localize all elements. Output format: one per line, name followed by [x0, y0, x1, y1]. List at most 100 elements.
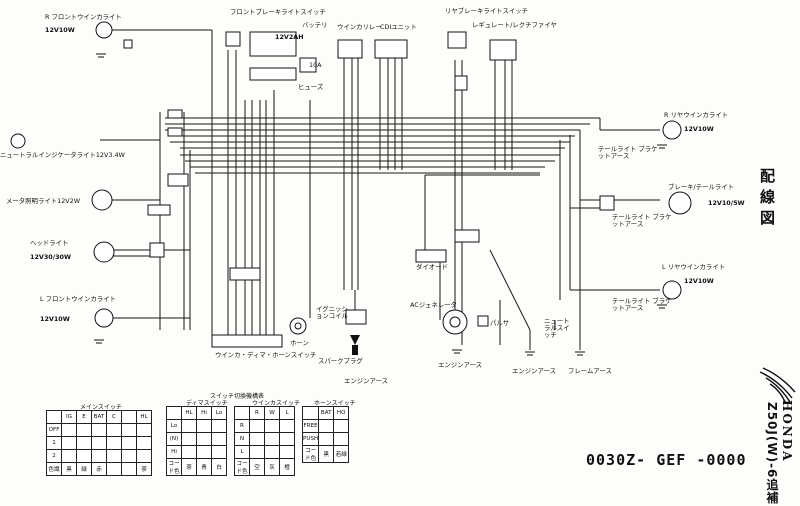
table-row: コード色黒若緑	[301, 445, 350, 463]
table-row: FREE	[301, 419, 350, 433]
label-rear-brake-sw: リヤブレーキライトスイッチ	[445, 7, 529, 15]
table-cell: E	[76, 410, 92, 424]
table-cell	[196, 432, 212, 446]
table-cell	[46, 410, 62, 424]
table-cell	[91, 449, 107, 463]
table-cell	[61, 449, 77, 463]
table-cell: 2	[46, 449, 62, 463]
table-cell: 灰	[264, 458, 280, 476]
label-meter-light: メータ照明ライト12V2W	[6, 197, 81, 205]
label-r-front-winker: R フロントウインカライト	[45, 13, 122, 21]
label-headlight-spec: 12V30/30W	[30, 253, 72, 261]
table-row: Lo	[166, 419, 227, 433]
table-cell: コード色	[234, 458, 250, 476]
label-r-rear-winker-spec: 12V10W	[684, 125, 714, 133]
label-brake-tail-spec: 12V10/5W	[708, 199, 745, 207]
table-cell: N	[234, 432, 250, 446]
label-ignition-coil: イグニッションコイル	[316, 305, 348, 320]
table-cell	[91, 423, 107, 437]
table-cell	[61, 423, 77, 437]
table-cell	[318, 432, 335, 446]
brand-name: HONDA	[780, 400, 794, 463]
table-cell: 黒	[61, 462, 77, 476]
table-cell: コード色	[301, 445, 320, 463]
table-cell: W	[264, 406, 280, 420]
label-l-front-winker-spec: 12V10W	[40, 315, 70, 323]
table-cell: Hi	[196, 406, 212, 420]
label-tail-bracket-earth-2: テールライト ブラケットアース	[612, 213, 672, 228]
label-winker-dimmer-horn-sw: ウインカ・ディマ・ホーンスイッチ	[215, 351, 317, 359]
label-spark-plug: スパークプラグ	[318, 357, 363, 365]
label-neutral-sw: ニュートラルスイッチ	[544, 317, 570, 339]
table-cell	[76, 423, 92, 437]
winker-switch-title: ウインカスイッチ	[252, 400, 301, 407]
label-l-rear-winker: L リヤウインカライト	[662, 263, 726, 271]
table-cell	[61, 436, 77, 450]
table-cell	[279, 432, 295, 446]
label-fuse-spec: 10A	[309, 61, 322, 69]
table-cell	[279, 419, 295, 433]
table-cell	[333, 419, 350, 433]
table-cell: 赤	[91, 462, 107, 476]
table-cell	[106, 462, 122, 476]
table-cell	[333, 432, 350, 446]
table-cell	[279, 445, 295, 459]
model-name: Z50J(W)-6追補	[765, 402, 779, 505]
table-cell	[121, 449, 137, 463]
table-cell: 1	[46, 436, 62, 450]
table-row: L	[234, 445, 295, 459]
label-l-rear-winker-spec: 12V10W	[684, 277, 714, 285]
label-cdi-unit: CDIユニット	[380, 23, 417, 31]
label-engine-earth-2: エンジンアース	[438, 361, 483, 369]
table-row: 1	[46, 436, 152, 450]
table-cell: Hi	[166, 445, 182, 459]
table-cell: 青	[196, 458, 212, 476]
table-cell: コード色	[166, 458, 182, 476]
table-cell: 空	[249, 458, 265, 476]
table-cell: 茶	[181, 458, 197, 476]
table-row: PUSH	[301, 432, 350, 446]
label-l-front-winker: L フロントウインカライト	[40, 295, 116, 303]
table-cell	[166, 406, 182, 420]
table-cell: (N)	[166, 432, 182, 446]
label-frame-earth: フレームアース	[568, 367, 612, 375]
table-cell: OFF	[46, 423, 62, 437]
table-cell: 色識	[46, 462, 62, 476]
table-cell: 茶	[136, 462, 152, 476]
table-cell	[136, 436, 152, 450]
label-headlight: ヘッドライト	[30, 239, 69, 247]
label-tail-bracket-earth-3: テールライト ブラケットアース	[612, 297, 672, 312]
label-winker-relay: ウインカリレー	[337, 23, 382, 31]
label-battery-spec: 12V2AH	[275, 33, 304, 41]
table-cell	[234, 406, 250, 420]
table-cell: 緑	[76, 462, 92, 476]
table-cell	[211, 432, 227, 446]
label-diode: ダイオード	[416, 263, 448, 271]
table-cell: L	[234, 445, 250, 459]
honda-wing-logo	[759, 367, 796, 405]
table-cell: 黒	[318, 445, 335, 463]
label-horn: ホーン	[290, 339, 309, 347]
table-row: コード色茶青白	[166, 458, 227, 476]
label-fuse: ヒューズ	[298, 83, 324, 91]
table-cell: Lo	[211, 406, 227, 420]
table-cell: HL	[136, 410, 152, 424]
label-engine-earth-1: エンジンアース	[344, 377, 389, 385]
table-cell	[211, 445, 227, 459]
label-r-front-winker-spec: 12V10W	[45, 26, 75, 34]
label-neutral-indicator: ニュートラルインジケータライト12V3.4W	[0, 151, 125, 159]
table-cell	[181, 419, 197, 433]
table-cell: HO	[333, 406, 350, 420]
diagram-title: 配線図	[758, 168, 776, 231]
table-cell	[249, 432, 265, 446]
table-cell	[76, 449, 92, 463]
table-cell	[181, 445, 197, 459]
table-cell	[91, 436, 107, 450]
table-row: Hi	[166, 445, 227, 459]
label-brake-tail: ブレーキ/テールライト	[668, 183, 735, 191]
table-cell	[196, 445, 212, 459]
